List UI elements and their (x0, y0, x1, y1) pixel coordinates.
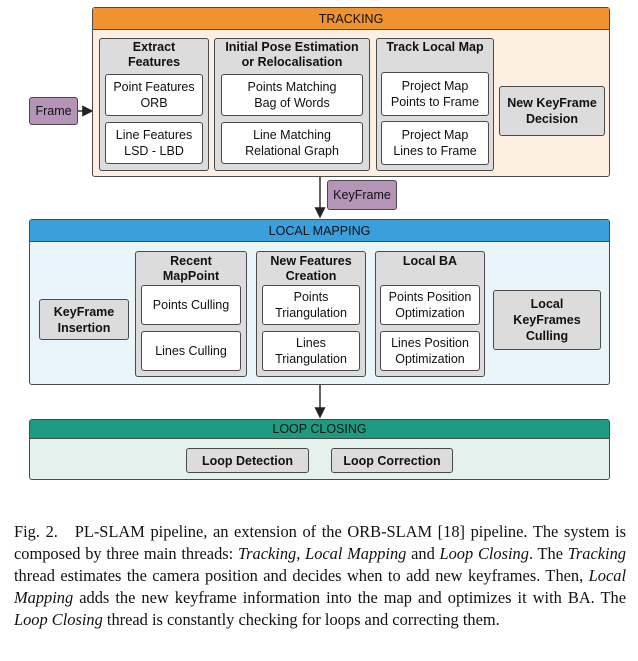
tracking-title-bar: TRACKING (93, 8, 609, 30)
recent-mappoint-title: Recent MapPoint (162, 254, 220, 283)
figure-caption: Fig. 2. PL-SLAM pipeline, an extension o… (14, 521, 626, 631)
local-ba-title: Local BA (402, 254, 458, 268)
caption-text: The system is composed by three main thr… (14, 522, 627, 563)
caption-sep-5: adds the new keyframe information into t… (73, 588, 626, 607)
line-features-box: Line Features LSD - LBD (105, 122, 203, 164)
caption-mapping-2: Local Mapping (14, 566, 626, 607)
point-features-box: Point Features ORB (105, 74, 203, 116)
local-mapping-title-bar: LOCAL MAPPING (30, 220, 609, 242)
caption-label: Fig. 2. (14, 522, 58, 541)
caption-tracking-2: Tracking (567, 544, 626, 563)
keyframe-tag: KeyFrame (327, 180, 397, 210)
caption-sep-4: thread estimates the camera position and… (14, 566, 589, 585)
line-matching-box: Line Matching Relational Graph (221, 122, 363, 164)
flow-arrows (78, 105, 326, 419)
caption-line1: PL-SLAM pipeline, an extension of the OR… (74, 522, 528, 541)
lines-position-box: Lines Position Optimization (380, 331, 480, 371)
caption-loop-2: Loop Closing (14, 610, 103, 629)
points-position-box: Points Position Optimization (380, 285, 480, 325)
new-keyframe-decision-box: New KeyFrame Decision (499, 86, 605, 136)
caption-sep-6: thread is constantly checking for loops … (102, 610, 500, 629)
track-local-map-title: Track Local Map (386, 40, 484, 54)
frame-tag: Frame (29, 97, 78, 125)
loop-closing-title: LOOP CLOSING (272, 422, 367, 436)
loop-closing-title-bar: LOOP CLOSING (30, 420, 609, 439)
caption-tracking-1: Tracking (237, 544, 297, 563)
project-points-box: Project Map Points to Frame (381, 72, 489, 116)
caption-mapping-1: Local Mapping (305, 544, 407, 563)
lines-triangulation-box: Lines Triangulation (262, 331, 360, 371)
caption-loop-1: Loop Closing (439, 544, 529, 563)
caption-sep-3: . The (528, 544, 568, 563)
new-features-title: New Features Creation (270, 254, 352, 283)
caption-sep-2: and (411, 544, 440, 563)
points-triangulation-box: Points Triangulation (262, 285, 360, 325)
lines-culling-box: Lines Culling (141, 331, 241, 371)
tracking-title: TRACKING (318, 11, 384, 26)
local-mapping-title: LOCAL MAPPING (268, 223, 371, 238)
loop-detection-box: Loop Detection (186, 448, 309, 473)
points-matching-box: Points Matching Bag of Words (221, 74, 363, 116)
local-keyframes-culling-box: Local KeyFrames Culling (493, 290, 601, 350)
points-culling-box: Points Culling (141, 285, 241, 325)
extract-features-title: Extract Features (127, 40, 181, 69)
initial-pose-title: Initial Pose Estimation or Relocalisatio… (225, 40, 359, 69)
caption-sep-1: , (296, 544, 306, 563)
keyframe-insertion-box: KeyFrame Insertion (39, 299, 129, 340)
project-lines-box: Project Map Lines to Frame (381, 121, 489, 165)
loop-correction-box: Loop Correction (331, 448, 453, 473)
